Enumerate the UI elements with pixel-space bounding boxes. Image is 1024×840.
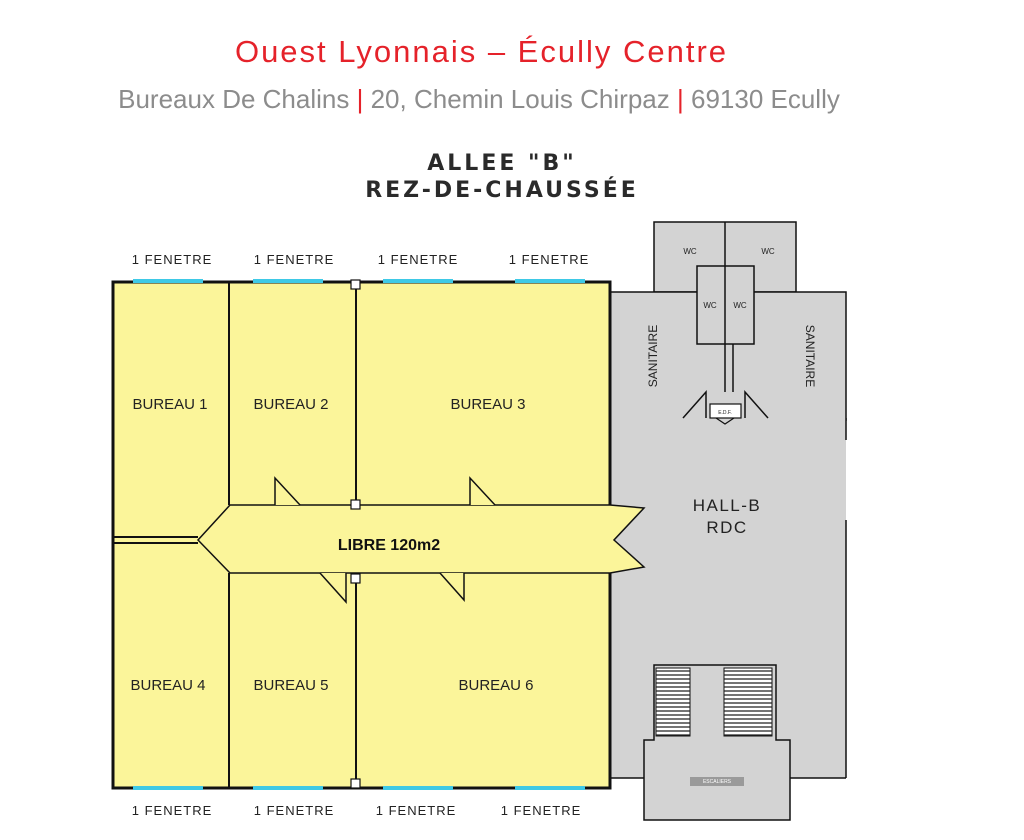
window-label: 1 FENETRE [132,252,213,267]
window-label: 1 FENETRE [132,803,213,818]
postal-city: 69130 Ecully [690,84,840,114]
window-label: 1 FENETRE [254,252,335,267]
hall-label: HALL-B [693,496,762,515]
window-label: 1 FENETRE [378,252,459,267]
edf-box [709,403,742,419]
hall-sublabel: RDC [706,518,747,537]
window-label: 1 FENETRE [376,803,457,818]
sanitaire-label-left: SANITAIRE [646,325,660,387]
room-label-bureau-2: BUREAU 2 [253,396,328,413]
separator: | [676,84,684,114]
plan-title-floor: REZ-DE-CHAUSSÉE [365,178,639,203]
plan-title-wing: ALLEE "B" [427,151,577,176]
corridor-area [196,504,646,574]
windows [133,279,585,790]
room-label-bureau-1: BUREAU 1 [132,396,207,413]
room-label-bureau-5: BUREAU 5 [253,677,328,694]
window-label: 1 FENETRE [254,803,335,818]
street-address: 20, Chemin Louis Chirpaz [370,84,670,114]
wc-label: WC [733,301,747,310]
stair-flight [723,667,773,737]
door-swings [274,476,496,604]
wc-label: WC [761,247,775,256]
wc-label: WC [683,247,697,256]
separator: | [356,84,364,114]
interior-walls [113,282,357,788]
room-label-bureau-3: BUREAU 3 [450,396,525,413]
stairs-label-band [690,777,744,786]
wc-label: WC [703,301,717,310]
building-name: Bureaux De Chalins [118,84,350,114]
corridor-label: LIBRE 120m2 [338,537,440,554]
room-label-bureau-6: BUREAU 6 [458,677,533,694]
sanitaire-label-right: SANITAIRE [803,325,817,387]
room-label-bureau-4: BUREAU 4 [130,677,205,694]
page-title: Ouest Lyonnais – Écully Centre [234,34,729,69]
stair-flight [655,667,691,737]
window-label: 1 FENETRE [509,252,590,267]
window-label: 1 FENETRE [501,803,582,818]
stairs-label: ESCALIERS [703,779,732,785]
staircase [655,667,773,786]
address-line: Bureaux De Chalins | 20, Chemin Louis Ch… [0,84,958,115]
columns [350,279,361,789]
edf-label: E.D.F. [718,410,732,416]
